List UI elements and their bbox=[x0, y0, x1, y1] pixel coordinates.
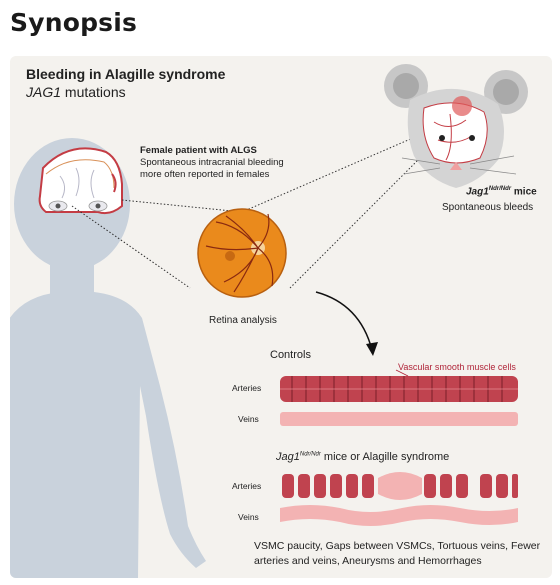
mouse-genotype: Ndr/Ndr bbox=[488, 186, 512, 192]
controls-artery bbox=[280, 369, 518, 402]
disease-vein bbox=[280, 505, 518, 526]
mouse-illustration bbox=[384, 64, 528, 188]
findings-text: VSMC paucity, Gaps between VSMCs, Tortuo… bbox=[254, 540, 541, 567]
disease-veins-label: Veins bbox=[238, 512, 259, 522]
brain-scan bbox=[38, 147, 123, 215]
disease-arteries-label: Arteries bbox=[232, 481, 262, 491]
curved-arrow bbox=[315, 291, 378, 356]
disease-artery bbox=[282, 472, 518, 500]
panel-title: Bleeding in Alagille syndrome bbox=[26, 66, 226, 82]
patient-heading: Female patient with ALGS bbox=[140, 145, 257, 156]
subtitle-rest: mutations bbox=[61, 84, 126, 100]
vsmc-label: Vascular smooth muscle cells bbox=[398, 362, 516, 372]
controls-vein bbox=[280, 412, 518, 426]
controls-veins-label: Veins bbox=[238, 414, 259, 424]
mouse-gene: Jag1 bbox=[466, 186, 489, 198]
retina-label: Retina analysis bbox=[209, 315, 277, 326]
mouse-description: Spontaneous bleeds bbox=[442, 202, 534, 213]
retina-fundus bbox=[197, 208, 287, 298]
panel-subtitle: JAG1 mutations bbox=[26, 84, 126, 100]
gene-name: JAG1 bbox=[26, 84, 62, 100]
disease-heading: Jag1Ndr/Ndr mice or Alagille syndrome bbox=[276, 451, 449, 463]
patient-description: Spontaneous intracranial bleeding more o… bbox=[140, 157, 284, 180]
page-heading: Synopsis bbox=[10, 8, 138, 37]
synopsis-illustration bbox=[10, 64, 528, 578]
controls-arteries-label: Arteries bbox=[232, 383, 262, 393]
mouse-suffix: mice bbox=[511, 186, 537, 198]
disease-gene: Jag1Ndr/Ndr bbox=[276, 451, 321, 463]
connector-lines bbox=[71, 133, 443, 289]
mouse-heading: Jag1Ndr/Ndr mice bbox=[466, 186, 537, 197]
disease-suffix: mice or Alagille syndrome bbox=[320, 451, 450, 463]
controls-heading: Controls bbox=[270, 349, 311, 361]
synopsis-panel: Bleeding in Alagille syndrome JAG1 mutat… bbox=[10, 56, 552, 578]
